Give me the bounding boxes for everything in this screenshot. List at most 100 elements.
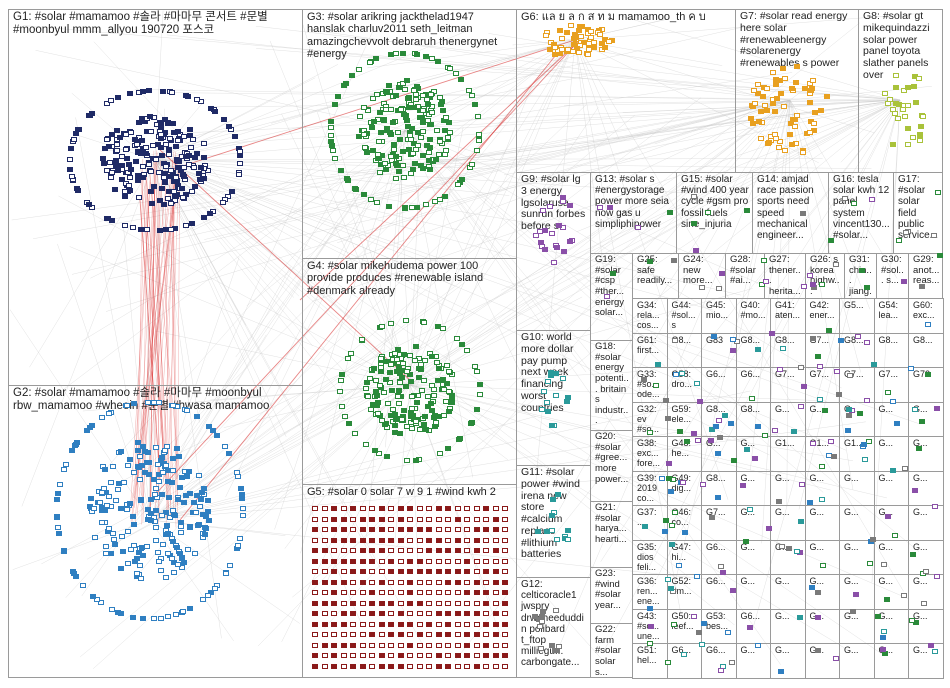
- graph-node: [426, 600, 432, 606]
- graph-edge: [154, 86, 400, 161]
- small-group-box: G...: [873, 643, 909, 679]
- small-group-box: G8...: [770, 332, 806, 368]
- graph-edge: [871, 99, 901, 583]
- graph-node: [103, 550, 110, 556]
- graph-node: [672, 338, 679, 344]
- graph-node: [418, 162, 425, 168]
- graph-node: [672, 371, 679, 377]
- graph-node: [183, 408, 190, 414]
- graph-node: [340, 516, 347, 522]
- graph-node: [538, 240, 545, 246]
- graph-node: [340, 642, 347, 648]
- graph-node: [152, 524, 159, 530]
- graph-node: [69, 174, 76, 180]
- graph-node: [359, 569, 366, 574]
- graph-edge: [99, 99, 791, 222]
- graph-node: [824, 93, 831, 99]
- graph-node: [321, 548, 328, 553]
- graph-node: [369, 95, 376, 101]
- small-group-box: G42: ener...: [804, 298, 840, 334]
- group-label-g16: G16: tesla solar kwh 12 panel system vin…: [833, 174, 893, 241]
- group-label-g4: G4: #solar mikehudema power 100 provide …: [307, 260, 487, 297]
- graph-node: [473, 632, 480, 637]
- graph-node: [473, 537, 480, 543]
- small-group-label: G51: hel...: [637, 645, 660, 666]
- graph-node: [931, 649, 938, 655]
- graph-node: [538, 646, 545, 652]
- graph-node: [889, 107, 896, 113]
- small-group-box: G8...: [735, 401, 771, 437]
- graph-node: [387, 131, 394, 137]
- small-group-box: G...: [908, 505, 944, 541]
- graph-node: [591, 43, 598, 49]
- graph-node: [772, 108, 779, 114]
- graph-node: [177, 519, 184, 525]
- graph-node: [156, 400, 163, 406]
- graph-node: [416, 611, 423, 616]
- graph-node: [483, 621, 489, 627]
- graph-edge: [149, 44, 576, 501]
- small-group-box: G...: [770, 574, 806, 610]
- graph-node: [825, 327, 832, 333]
- graph-node: [797, 404, 804, 410]
- graph-node: [437, 94, 444, 100]
- graph-node: [889, 468, 896, 474]
- graph-node: [408, 393, 415, 399]
- graph-node: [369, 621, 375, 627]
- graph-node: [135, 440, 141, 446]
- graph-node: [446, 369, 453, 375]
- graph-node: [646, 606, 653, 612]
- graph-edge: [468, 99, 791, 171]
- graph-node: [399, 163, 406, 169]
- graph-node: [171, 194, 178, 200]
- small-group-label: G...: [844, 576, 859, 586]
- graph-edge: [409, 384, 853, 462]
- graph-node: [167, 200, 174, 206]
- graph-node: [193, 97, 200, 103]
- group-label-g17: G17: #solar solar field public service..…: [898, 174, 939, 241]
- graph-node: [359, 621, 366, 627]
- graph-node: [606, 205, 613, 211]
- graph-node: [445, 516, 451, 522]
- graph-node: [696, 399, 703, 405]
- graph-edge: [154, 159, 287, 437]
- graph-node: [134, 448, 141, 454]
- graph-node: [454, 548, 461, 553]
- graph-node: [483, 548, 489, 553]
- graph-node: [492, 590, 499, 595]
- small-group-box: G...: [839, 470, 875, 506]
- graph-node: [136, 453, 143, 459]
- graph-node: [407, 516, 413, 522]
- graph-node: [469, 419, 476, 425]
- graph-node: [671, 258, 678, 263]
- graph-node: [403, 369, 410, 375]
- graph-node: [445, 590, 451, 595]
- group-label-g29: G29: anot... reas...: [913, 254, 943, 287]
- graph-node: [174, 158, 181, 164]
- graph-node: [138, 575, 145, 581]
- graph-node: [816, 364, 823, 370]
- graph-node: [397, 579, 404, 585]
- small-group-label: G...: [810, 645, 838, 655]
- graph-node: [779, 543, 786, 549]
- graph-node: [781, 104, 788, 110]
- graph-node: [312, 558, 318, 564]
- graph-node: [596, 31, 603, 37]
- graph-node: [350, 579, 356, 585]
- graph-node: [483, 642, 489, 648]
- graph-node: [713, 424, 720, 430]
- graph-node: [361, 131, 368, 137]
- graph-node: [403, 117, 410, 123]
- graph-node: [146, 113, 153, 119]
- graph-node: [729, 348, 736, 354]
- small-group-label: G...: [913, 507, 928, 517]
- small-group-label: G...: [740, 438, 756, 448]
- graph-node: [369, 527, 375, 532]
- graph-edge: [399, 159, 411, 386]
- graph-node: [904, 126, 911, 132]
- small-group-box: G...: [839, 643, 875, 679]
- graph-node: [369, 663, 375, 669]
- graph-node: [652, 382, 659, 388]
- graph-node: [396, 137, 403, 143]
- graph-node: [447, 129, 454, 135]
